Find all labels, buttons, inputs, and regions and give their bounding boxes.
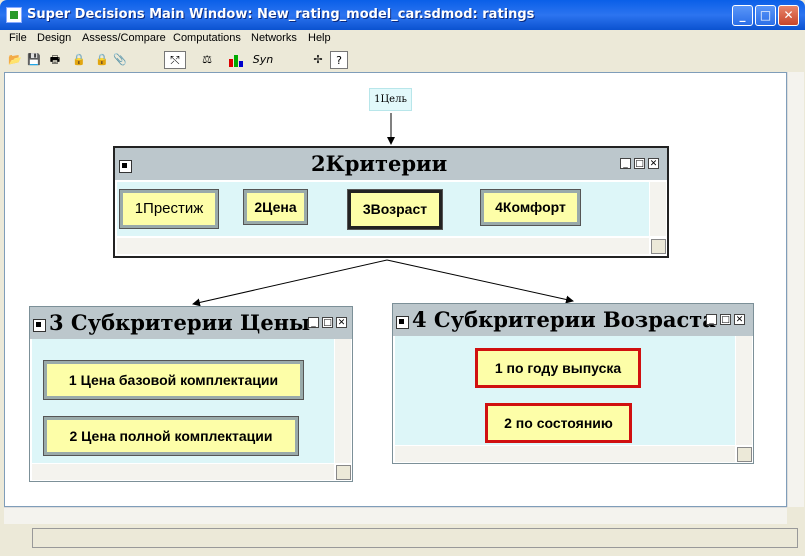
menu-bar: File Design Assess/Compare Computations … <box>0 30 805 48</box>
app-icon[interactable] <box>6 7 22 23</box>
node-age[interactable]: 3Возраст <box>347 189 443 230</box>
menu-networks[interactable]: Networks <box>251 32 297 44</box>
cluster-minimize-icon[interactable]: _ <box>706 314 717 325</box>
connection-arrows <box>192 113 574 307</box>
node-prestige[interactable]: 1Престиж <box>119 189 219 229</box>
cluster-title: 2Критерии <box>311 151 448 176</box>
menu-help[interactable]: Help <box>308 32 331 44</box>
cluster-maximize-icon[interactable]: □ <box>634 158 645 169</box>
network-link-icon[interactable]: ⤲ <box>164 51 186 69</box>
print-icon[interactable]: 🖶 <box>49 53 61 66</box>
cluster-vertical-scrollbar[interactable] <box>335 339 351 463</box>
goal-node[interactable]: 1Цель <box>369 88 412 111</box>
node-by-condition[interactable]: 2 по состоянию <box>485 403 632 443</box>
lock-icon[interactable]: 🔒 <box>95 53 109 66</box>
node-full-price[interactable]: 2 Цена полной комплектации <box>43 416 299 456</box>
node-comfort[interactable]: 4Комфорт <box>480 189 581 226</box>
cluster-horizontal-scrollbar[interactable] <box>117 238 649 254</box>
cluster-title: 4 Субкритерии Возраста <box>412 307 716 332</box>
close-button[interactable]: ✕ <box>778 5 799 26</box>
menu-design[interactable]: Design <box>37 32 72 44</box>
paperclip-icon[interactable]: 📎 <box>113 53 127 66</box>
help-pointer-icon[interactable]: ? <box>330 51 348 69</box>
menu-file[interactable]: File <box>9 32 27 44</box>
node-by-year[interactable]: 1 по году выпуска <box>475 348 641 388</box>
node-price[interactable]: 2Цена <box>243 189 308 225</box>
cluster-title: 3 Субкритерии Цены <box>49 310 311 335</box>
cluster-minimize-icon[interactable]: _ <box>620 158 631 169</box>
cluster-resize-grip[interactable] <box>336 465 351 480</box>
cluster-price-subcriteria[interactable]: 3 Субкритерии Цены _ □ ✕ 1 Цена базовой … <box>29 306 353 482</box>
cluster-close-icon[interactable]: ✕ <box>648 158 659 169</box>
minimize-button[interactable]: _ <box>732 5 753 26</box>
open-folder-icon[interactable]: 📂 <box>8 53 22 66</box>
canvas-vertical-scrollbar[interactable] <box>787 72 804 507</box>
cluster-vertical-scrollbar[interactable] <box>650 182 666 236</box>
cluster-close-icon[interactable]: ✕ <box>336 317 347 328</box>
balance-scale-icon[interactable]: ⚖ <box>202 53 212 66</box>
save-icon[interactable]: 💾 <box>27 53 41 66</box>
cluster-close-icon[interactable]: ✕ <box>734 314 745 325</box>
cluster-horizontal-scrollbar[interactable] <box>395 446 735 462</box>
maximize-button[interactable]: □ <box>755 5 776 26</box>
cluster-resize-grip[interactable] <box>651 239 666 254</box>
cluster-menu-icon[interactable] <box>396 316 409 329</box>
criteria-to-price-arrow <box>192 259 388 307</box>
synthesize-button[interactable]: Syn <box>252 53 274 66</box>
status-field <box>32 528 798 548</box>
window-title: Super Decisions Main Window: New_rating_… <box>27 7 535 22</box>
lock-add-icon[interactable]: 🔒 <box>72 53 86 66</box>
menu-computations[interactable]: Computations <box>173 32 241 44</box>
toolbar: 📂 💾 🖶 🔒 🔒 📎 ⤲ ⚖ Syn ✢ ? <box>0 48 805 72</box>
menu-assess-compare[interactable]: Assess/Compare <box>82 32 166 44</box>
cluster-minimize-icon[interactable]: _ <box>308 317 319 328</box>
cluster-vertical-scrollbar[interactable] <box>736 336 752 445</box>
title-bar <box>0 0 805 30</box>
cluster-menu-icon[interactable] <box>33 319 46 332</box>
bar-chart-icon[interactable] <box>227 51 245 69</box>
cluster-horizontal-scrollbar[interactable] <box>32 464 334 480</box>
cluster-maximize-icon[interactable]: □ <box>720 314 731 325</box>
cluster-resize-grip[interactable] <box>737 447 752 462</box>
node-base-price[interactable]: 1 Цена базовой комплектации <box>43 360 304 400</box>
criteria-to-age-arrow <box>386 259 574 304</box>
cluster-criteria[interactable]: 2Критерии _ □ ✕ 1Престиж 2Цена 3Возраст … <box>113 146 669 258</box>
crosshair-icon[interactable]: ✢ <box>313 53 323 66</box>
cluster-maximize-icon[interactable]: □ <box>322 317 333 328</box>
cluster-age-subcriteria[interactable]: 4 Субкритерии Возраста _ □ ✕ 1 по году в… <box>392 303 754 464</box>
cluster-menu-icon[interactable] <box>119 160 132 173</box>
canvas-horizontal-scrollbar[interactable] <box>4 507 787 524</box>
